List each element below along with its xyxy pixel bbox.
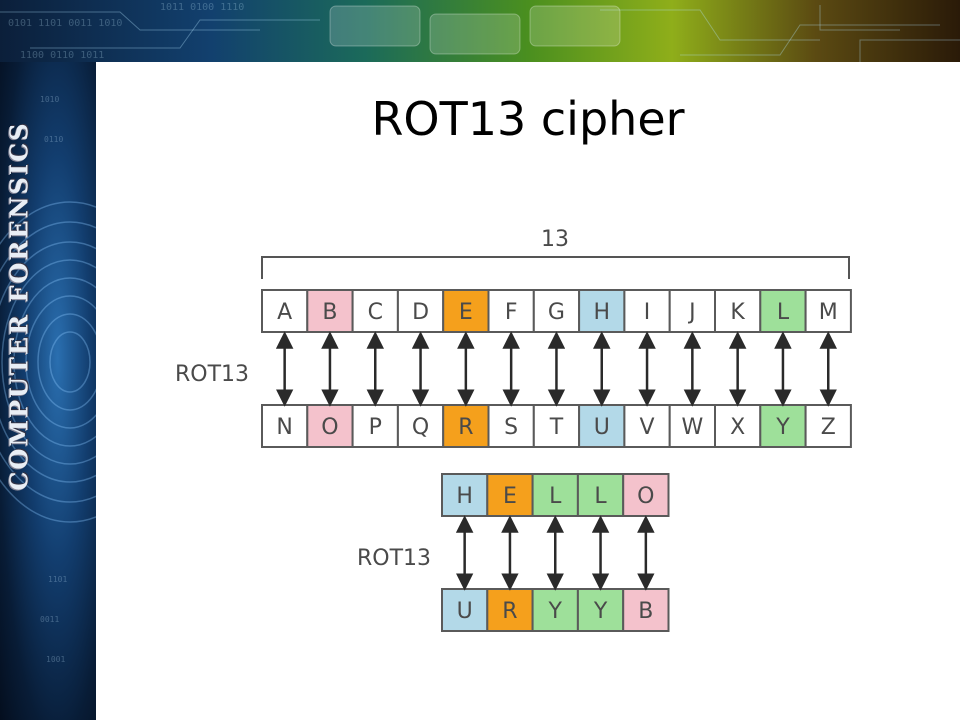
bottom-cell-O-box <box>306 404 354 448</box>
bottom-cell-S-letter: S <box>504 415 518 440</box>
top-cell-L-box <box>759 289 807 333</box>
bottom-cell-V-box <box>623 404 671 448</box>
rot13-label-example: ROT13 <box>357 546 431 571</box>
top-cell-G-box <box>532 289 581 333</box>
cipher-cell-1-letter: R <box>502 599 517 624</box>
plain-cell-0-box <box>441 473 489 517</box>
cipher-cell-3-box <box>576 588 625 632</box>
fingerprint-graphic: 1010 0110 1101 0011 1001 <box>0 95 96 664</box>
top-cell-K-box <box>714 289 762 333</box>
header-banner: 0101 1101 0011 1010 1100 0110 1011 1011 0… <box>0 0 960 62</box>
svg-text:0011: 0011 <box>40 615 59 624</box>
cipher-cell-2-letter: Y <box>548 599 563 624</box>
top-cell-I-box <box>623 289 671 333</box>
bottom-cell-R-letter: R <box>458 415 473 440</box>
cipher-cell-2-box <box>531 588 579 632</box>
bottom-cell-V-letter: V <box>640 415 655 440</box>
sidebar-title: COMPUTER FORENSICS <box>2 86 36 526</box>
top-cell-H-letter: H <box>593 300 610 325</box>
top-cell-D-box <box>396 289 445 333</box>
plain-cell-3-letter: L <box>594 484 607 509</box>
bottom-cell-U-box <box>578 404 626 448</box>
top-cell-M-letter: M <box>819 300 838 325</box>
bottom-cell-X-letter: X <box>730 415 745 440</box>
svg-text:1001: 1001 <box>46 655 65 664</box>
cipher-cell-4-letter: B <box>638 599 653 624</box>
bottom-cell-R-box <box>442 404 490 448</box>
bottom-cell-U-letter: U <box>594 415 610 440</box>
cipher-cell-3-letter: Y <box>593 599 608 624</box>
plain-cell-0-letter: H <box>456 484 473 509</box>
bottom-cell-Z-letter: Z <box>821 415 836 440</box>
top-cell-I-letter: I <box>644 300 651 325</box>
top-cell-F-letter: F <box>505 300 518 325</box>
bottom-cell-Q-letter: Q <box>412 415 429 440</box>
bottom-cell-Y-letter: Y <box>775 415 790 440</box>
circuit-pattern: 0101 1101 0011 1010 1100 0110 1011 1011 0… <box>0 2 960 62</box>
svg-text:1010: 1010 <box>40 95 59 104</box>
svg-text:0110: 0110 <box>44 135 63 144</box>
plain-cell-4-letter: O <box>637 484 654 509</box>
svg-text:1101: 1101 <box>48 575 67 584</box>
plain-cell-4-box <box>622 473 670 517</box>
top-cell-J-box <box>668 289 717 333</box>
shift-label: 13 <box>541 227 569 252</box>
rot13-label-alphabet: ROT13 <box>175 362 249 387</box>
top-cell-A-box <box>261 289 309 333</box>
sidebar-title-text: COMPUTER FORENSICS <box>4 121 34 491</box>
top-cell-B-box <box>306 289 354 333</box>
bottom-cell-N-box <box>261 404 309 448</box>
top-cell-L-letter: L <box>777 300 790 325</box>
top-cell-C-box <box>351 289 399 333</box>
top-cell-F-box <box>487 289 535 333</box>
cipher-cell-1-box <box>486 588 534 632</box>
top-cell-H-box <box>578 289 626 333</box>
svg-text:1011 0100 1110: 1011 0100 1110 <box>160 2 244 13</box>
top-cell-G-letter: G <box>548 300 565 325</box>
plain-cell-2-letter: L <box>549 484 562 509</box>
plain-cell-1-box <box>486 473 534 517</box>
bottom-cell-W-letter: W <box>681 415 703 440</box>
bottom-cell-S-box <box>487 404 535 448</box>
sidebar-art: 1010 0110 1101 0011 1001 COMPUTER FORENSICS <box>0 62 96 720</box>
plain-cell-3-box <box>576 473 625 517</box>
top-cell-E-letter: E <box>459 300 473 325</box>
bottom-cell-X-box <box>714 404 762 448</box>
plain-cell-2-box <box>531 473 579 517</box>
bottom-cell-Q-box <box>396 404 445 448</box>
top-cell-K-letter: K <box>730 300 745 325</box>
bottom-cell-P-box <box>351 404 399 448</box>
plain-cell-1-letter: E <box>503 484 517 509</box>
bottom-cell-T-box <box>532 404 581 448</box>
top-cell-M-box <box>804 289 852 333</box>
top-cell-D-letter: D <box>412 300 429 325</box>
top-cell-C-letter: C <box>368 300 383 325</box>
cipher-cell-0-letter: U <box>457 599 473 624</box>
bottom-cell-P-letter: P <box>369 415 382 440</box>
shift-bracket <box>261 256 850 279</box>
svg-text:1100 0110 1011: 1100 0110 1011 <box>20 50 104 61</box>
bottom-cell-T-letter: T <box>549 415 564 440</box>
bottom-cell-O-letter: O <box>321 415 338 440</box>
bottom-cell-W-box <box>668 404 717 448</box>
svg-text:0101 1101 0011 1010: 0101 1101 0011 1010 <box>8 18 122 29</box>
bottom-cell-N-letter: N <box>276 415 292 440</box>
top-cell-E-box <box>442 289 490 333</box>
top-cell-A-letter: A <box>277 300 292 325</box>
slide-title: ROT13 cipher <box>371 92 685 146</box>
top-cell-B-letter: B <box>322 300 337 325</box>
cipher-cell-0-box <box>441 588 489 632</box>
top-cell-J-letter: J <box>687 300 696 325</box>
cipher-cell-4-box <box>622 588 670 632</box>
bottom-cell-Z-box <box>804 404 852 448</box>
bottom-cell-Y-box <box>759 404 807 448</box>
